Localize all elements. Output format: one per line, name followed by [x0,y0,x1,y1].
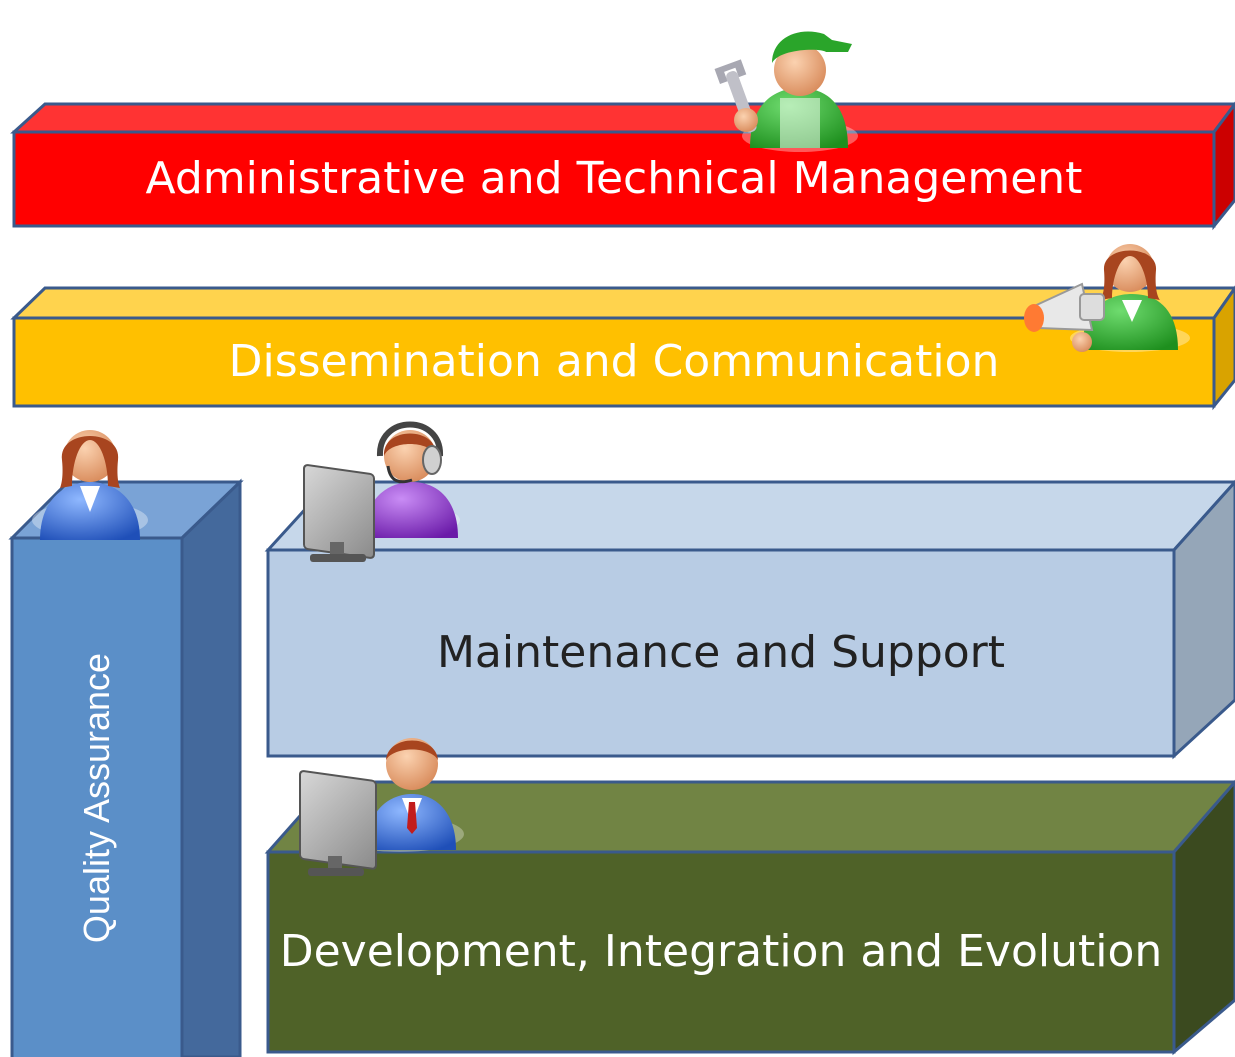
mechanic-person-icon [714,31,858,152]
support-operator-icon [303,421,460,562]
dissemination-block [10,285,1235,411]
quality-assurance-label-wrap: Quality Assurance [12,538,182,1057]
admin-management-block [10,101,1235,231]
quality-assurance-label: Quality Assurance [76,652,117,943]
dissemination-label: Dissemination and Communication [228,335,1000,387]
admin-management-label: Administrative and Technical Management [145,152,1083,204]
developer-person-icon [299,738,464,876]
maintenance-label: Maintenance and Support [436,626,1006,678]
megaphone-person-icon [1024,244,1190,352]
development-label: Development, Integration and Evolution [279,925,1163,977]
female-person-icon [32,430,148,540]
